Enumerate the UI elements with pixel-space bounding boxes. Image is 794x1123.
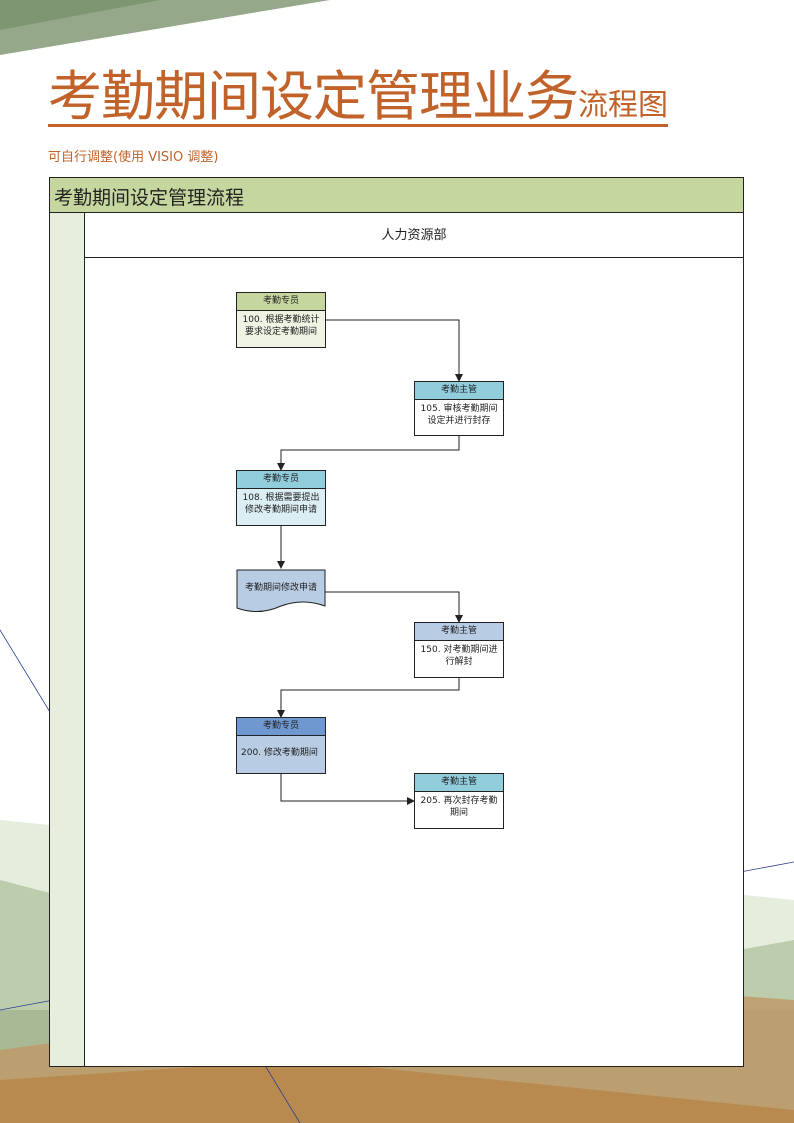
- frame-side-column: [50, 213, 85, 1066]
- node-role: 考勤专员: [237, 718, 325, 736]
- process-node-108: 考勤专员 108. 根据需要提出修改考勤期间申请: [236, 470, 326, 526]
- connector-150-200: [277, 677, 460, 718]
- node-role: 考勤专员: [237, 471, 325, 489]
- node-text: 150. 对考勤期间进行解封: [420, 645, 498, 667]
- swimlane-header: 人力资源部: [85, 213, 743, 258]
- node-role: 考勤主管: [415, 774, 503, 792]
- page-title: 考勤期间设定管理业务流程图: [48, 70, 668, 127]
- document-label: 考勤期间修改申请: [244, 583, 317, 593]
- document-shape: [236, 569, 326, 612]
- node-text: 200. 修改考勤期间: [241, 748, 318, 758]
- page-subtitle: 可自行调整(使用 VISIO 调整): [48, 150, 219, 165]
- connector-105-108: [277, 435, 460, 471]
- process-node-200: 考勤专员 200. 修改考勤期间: [236, 717, 326, 774]
- title-sub: 流程图: [578, 88, 668, 123]
- process-node-150: 考勤主管 150. 对考勤期间进行解封: [414, 622, 504, 678]
- process-node-105: 考勤主管 105. 审核考勤期间设定并进行封存: [414, 381, 504, 436]
- node-text: 100. 根据考勤统计要求设定考勤期间: [242, 315, 320, 337]
- connector-doc-150: [325, 591, 463, 623]
- connector-200-205: [280, 773, 415, 805]
- node-text: 105. 审核考勤期间设定并进行封存: [420, 404, 498, 426]
- process-node-100: 考勤专员 100. 根据考勤统计要求设定考勤期间: [236, 292, 326, 348]
- title-main: 考勤期间设定管理业务: [48, 65, 579, 128]
- flowchart-title: 考勤期间设定管理流程: [50, 178, 743, 213]
- node-role: 考勤主管: [415, 382, 503, 400]
- node-role: 考勤专员: [237, 293, 325, 311]
- flowchart-frame: 考勤期间设定管理流程 人力资源部: [49, 177, 744, 1067]
- process-node-205: 考勤主管 205. 再次封存考勤期间: [414, 773, 504, 829]
- node-text: 205. 再次封存考勤期间: [420, 796, 498, 818]
- connector-100-105: [325, 319, 463, 382]
- node-role: 考勤主管: [415, 623, 503, 641]
- node-text: 108. 根据需要提出修改考勤期间申请: [242, 493, 320, 515]
